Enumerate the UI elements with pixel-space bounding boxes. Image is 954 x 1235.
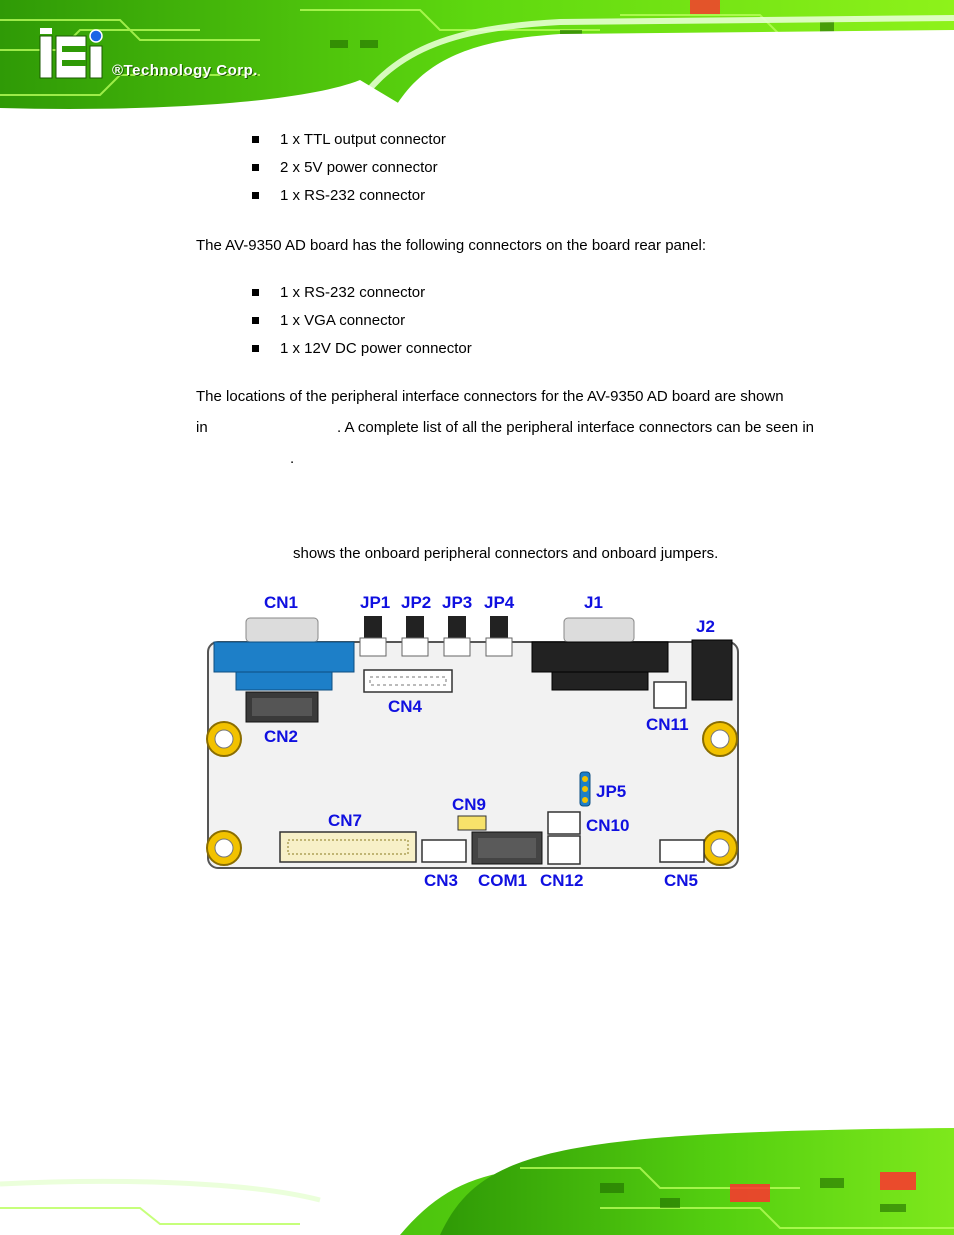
label-com1: COM1	[478, 871, 527, 890]
label-cn2: CN2	[264, 727, 298, 746]
label-jp2: JP2	[401, 593, 431, 612]
label-cn10: CN10	[586, 816, 629, 835]
j2-dc-jack	[691, 639, 733, 701]
label-cn4: CN4	[388, 697, 423, 716]
bullet-square-icon	[252, 136, 259, 143]
onboard-connector-list: 1 x TTL output connector 2 x 5V power co…	[252, 130, 446, 214]
circuit-board-header-graphic	[0, 0, 954, 116]
cn4-connector	[363, 669, 453, 693]
bullet-square-icon	[252, 289, 259, 296]
list-item: 1 x VGA connector	[252, 311, 472, 339]
label-jp5: JP5	[596, 782, 626, 801]
list-item: 1 x RS-232 connector	[252, 186, 446, 214]
iei-logo	[38, 28, 110, 85]
locations-paragraph: The locations of the peripheral interfac…	[196, 381, 814, 474]
mounting-holes	[206, 721, 738, 866]
label-cn12: CN12	[540, 871, 583, 890]
j1-rs232-connector	[531, 617, 669, 691]
cn7-connector	[279, 831, 417, 863]
locations-line-3: .	[290, 450, 295, 467]
bullet-square-icon	[252, 317, 259, 324]
cn3-connector	[421, 839, 467, 863]
bullet-square-icon	[252, 192, 259, 199]
locations-line-2: in . A complete list of all the peripher…	[196, 419, 814, 436]
footer-banner	[0, 1128, 954, 1235]
label-cn7: CN7	[328, 811, 362, 830]
header-banner: ®Technology Corp.	[0, 0, 954, 116]
list-item: 1 x TTL output connector	[252, 130, 446, 158]
jp1-jp4-jumpers	[359, 616, 513, 657]
bullet-square-icon	[252, 345, 259, 352]
label-jp3: JP3	[442, 593, 472, 612]
cn5-connector	[659, 839, 705, 863]
cn11-connector	[653, 681, 687, 709]
rear-panel-connector-list: 1 x RS-232 connector 1 x VGA connector 1…	[252, 283, 472, 367]
label-j2: J2	[696, 617, 715, 636]
bullet-square-icon	[252, 164, 259, 171]
list-item: 1 x 12V DC power connector	[252, 339, 472, 367]
label-jp4: JP4	[484, 593, 515, 612]
com1-header	[471, 831, 543, 865]
label-j1: J1	[584, 593, 603, 612]
cn1-vga-connector	[213, 617, 355, 691]
circuit-board-footer-graphic	[0, 1128, 954, 1235]
label-cn1: CN1	[264, 593, 298, 612]
board-connector-diagram: CN1 JP1 JP2 JP3 JP4 J1 J2 CN4 CN2 CN11 J…	[196, 584, 756, 894]
label-cn11: CN11	[646, 715, 689, 734]
cn12-connector	[547, 835, 581, 865]
figure-intro-text: shows the onboard peripheral connectors …	[293, 545, 719, 562]
list-item: 2 x 5V power connector	[252, 158, 446, 186]
cn9-connector	[457, 815, 487, 831]
label-cn9: CN9	[452, 795, 486, 814]
label-cn5: CN5	[664, 871, 698, 890]
jp5-jumper	[579, 771, 591, 807]
cn10-connector	[547, 811, 581, 835]
rear-panel-intro: The AV-9350 AD board has the following c…	[196, 237, 707, 254]
company-name: ®Technology Corp.	[112, 62, 258, 79]
cn2-header	[245, 691, 319, 723]
label-cn3: CN3	[424, 871, 458, 890]
list-item: 1 x RS-232 connector	[252, 283, 472, 311]
label-jp1: JP1	[360, 593, 390, 612]
locations-line-1: The locations of the peripheral interfac…	[196, 388, 784, 405]
pcb-illustration: CN1 JP1 JP2 JP3 JP4 J1 J2 CN4 CN2 CN11 J…	[206, 593, 739, 890]
